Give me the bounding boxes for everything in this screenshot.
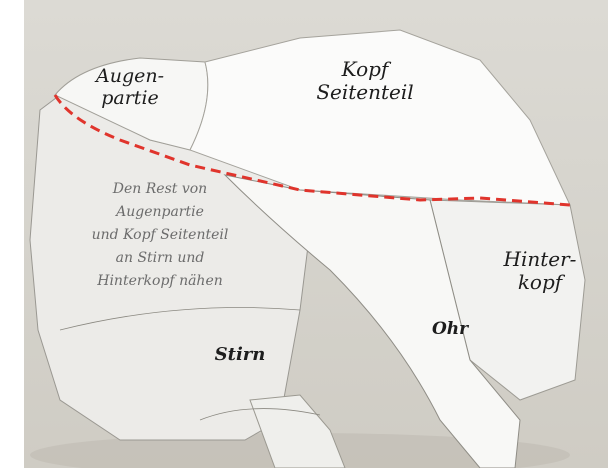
label-augenpartie: Augen- partie bbox=[95, 65, 165, 109]
pencil-line-2 bbox=[199, 408, 321, 421]
kopf-seitenteil-panel bbox=[189, 29, 571, 206]
seam-line bbox=[53, 94, 571, 207]
label-hinterkopf: Hinter- kopf bbox=[503, 247, 577, 294]
lower-flap bbox=[249, 394, 346, 468]
label-instruction: Den Rest von Augenpartie und Kopf Seiten… bbox=[91, 181, 229, 289]
label-stirn: Stirn bbox=[214, 344, 266, 365]
pencil-line-1 bbox=[59, 307, 301, 331]
ohr-panel bbox=[223, 174, 521, 468]
label-ohr: Ohr bbox=[431, 319, 469, 339]
label-kopf-seitenteil: Kopf Seitenteil bbox=[316, 57, 414, 104]
